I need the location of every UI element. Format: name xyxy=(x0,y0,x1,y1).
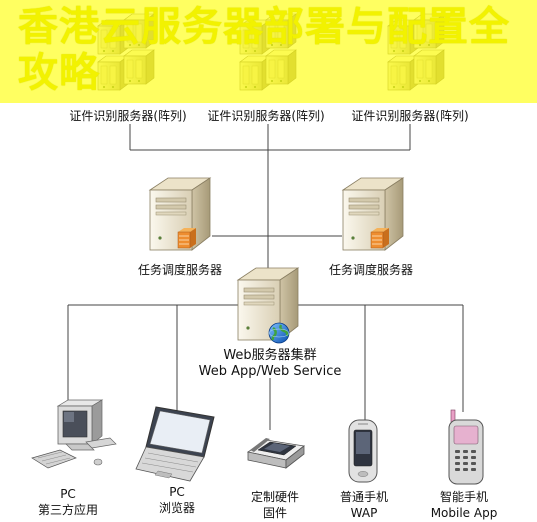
client-label-line1: PC xyxy=(60,487,76,501)
laptop-icon xyxy=(135,406,215,482)
globe-icon xyxy=(268,322,290,344)
title-banner: 香港云服务器部署与配置全攻略 xyxy=(0,0,537,103)
dispatch-server-1 xyxy=(149,177,211,251)
feature-phone-icon xyxy=(348,419,378,483)
cert-server-label-1: 证件识别服务器(阵列) xyxy=(69,109,187,123)
client-label-smartphone: 智能手机 Mobile App xyxy=(412,489,516,521)
client-label-line2: 固件 xyxy=(262,506,287,520)
client-label-line1: PC xyxy=(169,485,185,499)
client-label-line2: WAP xyxy=(350,506,378,520)
client-label-line2: 浏览器 xyxy=(158,501,195,515)
cert-server-label-2: 证件识别服务器(阵列) xyxy=(207,109,325,123)
client-label-desktop: PC 第三方应用 xyxy=(18,486,118,518)
connector-lines xyxy=(67,124,464,430)
client-label-feature-phone: 普通手机 WAP xyxy=(314,489,414,521)
client-label-line1: 定制硬件 xyxy=(250,490,299,504)
client-label-line1: 智能手机 xyxy=(439,490,488,504)
client-label-line1: 普通手机 xyxy=(339,490,388,504)
client-label-hardware: 定制硬件 固件 xyxy=(225,489,325,521)
dispatch-server-label-1: 任务调度服务器 xyxy=(137,263,222,277)
desktop-pc-icon xyxy=(31,399,117,469)
dispatch-server-label-2: 任务调度服务器 xyxy=(328,263,413,277)
client-label-laptop: PC 浏览器 xyxy=(127,484,227,516)
scanner-icon xyxy=(246,438,305,469)
banner-title: 香港云服务器部署与配置全攻略 xyxy=(18,4,510,96)
client-label-line2: 第三方应用 xyxy=(37,503,98,517)
smartphone-icon xyxy=(448,409,484,485)
dispatch-server-2 xyxy=(342,177,404,251)
cert-server-label-3: 证件识别服务器(阵列) xyxy=(351,109,469,123)
web-cluster-label: Web服务器集群 Web App/Web Service xyxy=(190,348,350,380)
client-label-line2: Mobile App xyxy=(430,506,498,520)
web-cluster-label-line1: Web服务器集群 xyxy=(223,348,317,363)
web-cluster-label-line2: Web App/Web Service xyxy=(198,364,342,379)
web-cluster-server xyxy=(237,267,299,341)
